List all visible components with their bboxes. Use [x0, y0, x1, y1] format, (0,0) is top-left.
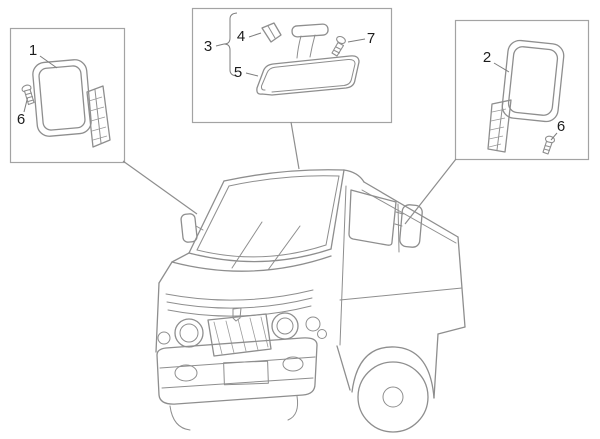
front-bumper — [156, 337, 318, 405]
leader-line-3 — [215, 43, 225, 47]
leader-line-1 — [39, 55, 58, 69]
rear-wheel — [357, 361, 429, 433]
interior-mirror-body — [256, 55, 360, 96]
left-mirror-callout: 1 6 — [9, 27, 126, 164]
connector-right — [404, 158, 457, 225]
part-label-6-left: 6 — [17, 111, 25, 128]
leader-line-5 — [245, 72, 259, 77]
interior-screw-icon — [331, 35, 346, 57]
connector-center — [290, 121, 300, 170]
leader-line-6-right — [550, 132, 558, 141]
left-mirror-screw-icon — [21, 84, 35, 106]
left-mirror-bracket — [86, 85, 111, 148]
vehicle-illustration — [155, 169, 466, 433]
leader-line-4 — [248, 32, 262, 38]
part-label-7: 7 — [367, 30, 375, 47]
wiper-left — [231, 221, 263, 269]
connector-left — [122, 160, 198, 215]
rear-wheel-hub — [382, 386, 404, 408]
center-grille — [207, 307, 272, 357]
leader-line-6-left — [23, 97, 28, 113]
interior-mount-cover — [261, 22, 282, 43]
part-label-2: 2 — [483, 49, 491, 66]
interior-mirror-base — [291, 23, 329, 59]
door-window — [348, 189, 397, 246]
part-label-5: 5 — [234, 64, 242, 81]
wiper-right — [267, 225, 301, 271]
right-mirror-callout: 2 6 — [454, 19, 590, 161]
brand-emblem — [232, 307, 242, 322]
callout-connectors — [122, 121, 457, 225]
license-plate — [223, 360, 269, 386]
part-label-3: 3 — [204, 38, 212, 55]
leader-line-2 — [493, 62, 510, 73]
right-mirror-bracket — [487, 99, 512, 153]
vehicle-right-mirror — [394, 204, 423, 248]
right-mirror-housing — [501, 39, 565, 123]
leader-line-7 — [347, 38, 366, 43]
interior-mirror-callout: 3 4 5 7 — [191, 7, 393, 124]
part-label-4: 4 — [237, 28, 245, 45]
part-label-1: 1 — [29, 42, 37, 59]
part-label-6-right: 6 — [557, 118, 565, 135]
vehicle-left-mirror — [180, 213, 204, 243]
right-callout-frame — [454, 19, 590, 161]
left-mirror-housing — [32, 59, 92, 137]
